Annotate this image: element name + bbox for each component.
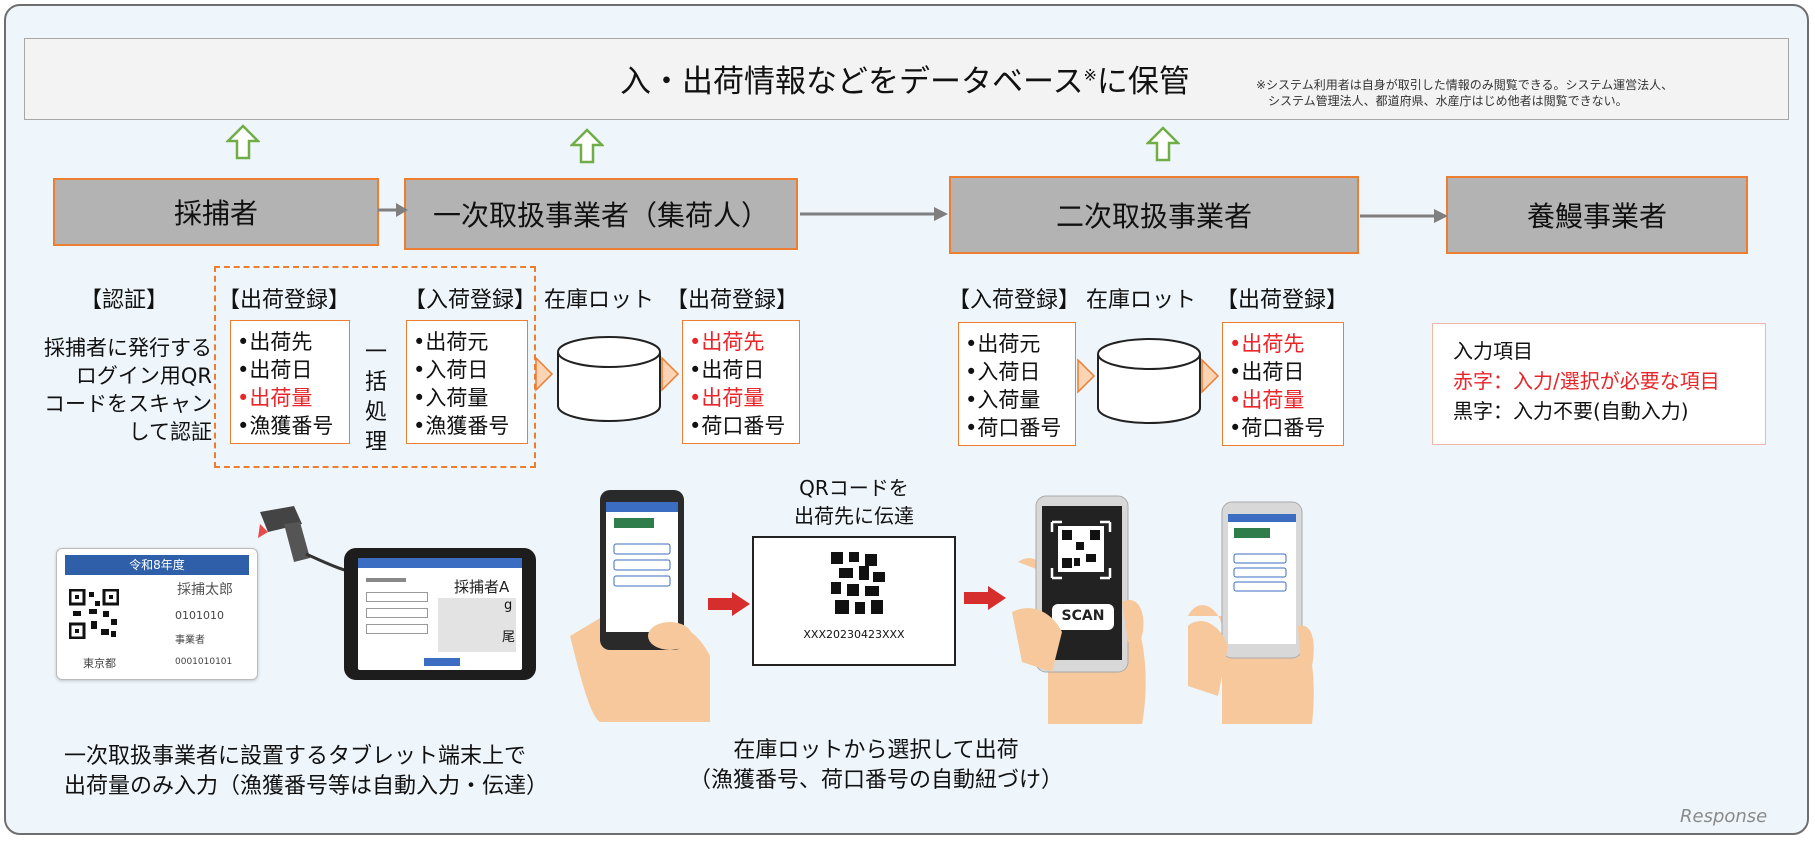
chevron-right-icon bbox=[1077, 358, 1096, 394]
qr-code-value: XXX20230423XXX bbox=[803, 628, 905, 641]
database-banner bbox=[24, 38, 1789, 120]
up-arrow-icon bbox=[1146, 126, 1180, 162]
primary-inventory-label: 在庫ロット bbox=[544, 288, 655, 313]
database-note: ※システム利用者は自身が取引した情報のみ閲覧できる。システム運営法人、 システム… bbox=[1256, 78, 1674, 108]
auth-description: 採捕者に発行する ログイン用QR コードをスキャン して認証 bbox=[44, 336, 212, 444]
tablet-user: 採捕者A bbox=[454, 578, 510, 596]
hand-holding-phone-icon bbox=[570, 490, 710, 722]
qr-code-icon bbox=[831, 552, 885, 614]
flow-arrow-icon bbox=[378, 203, 408, 217]
actor-eel-farmer: 養鰻事業者 bbox=[1446, 176, 1748, 254]
primary-receiving-heading: 【入荷登録】 bbox=[404, 288, 537, 313]
actor-secondary-handler: 二次取扱事業者 bbox=[949, 176, 1359, 254]
database-title: 入・出荷情報などをデータベース※に保管 bbox=[620, 64, 1190, 100]
primary-shipping-items: •出荷先 •出荷日 •出荷量 •漁獲番号 bbox=[230, 320, 350, 444]
actor-primary-handler: 一次取扱事業者（集荷人） bbox=[404, 178, 798, 250]
chevron-right-icon bbox=[535, 356, 554, 392]
hand-holding-phone-icon bbox=[1188, 501, 1314, 724]
secondary-shipping-heading: 【出荷登録】 bbox=[1216, 288, 1349, 313]
primary-shipping2-items: •出荷先 •出荷日 •出荷量 •荷口番号 bbox=[682, 320, 800, 444]
tablet-submit-button[interactable] bbox=[424, 658, 460, 666]
card-issuer: 0001010101 bbox=[175, 657, 233, 667]
secondary-receiving-heading: 【入荷登録】 bbox=[948, 288, 1081, 313]
qr-code-panel: XXX20230423XXX bbox=[752, 536, 956, 666]
legend-box: 入力項目 赤字：入力/選択が必要な項目 黒字：入力不要(自動入力) bbox=[1432, 323, 1766, 445]
secondary-inventory-label: 在庫ロット bbox=[1086, 288, 1197, 313]
flow-arrow-icon bbox=[1360, 209, 1448, 223]
card-role: 事業者 bbox=[175, 635, 205, 646]
card-number: 0101010 bbox=[175, 609, 224, 622]
flow-arrow-icon bbox=[800, 207, 948, 221]
qr-transfer-caption: QRコードを 出荷先に伝達 bbox=[794, 476, 914, 528]
tablet-header-bar bbox=[358, 558, 522, 568]
secondary-receiving-items: •出荷元 •入荷日 •入荷量 •荷口番号 bbox=[958, 322, 1076, 446]
arrow-right-icon bbox=[708, 592, 750, 616]
scan-label: SCAN bbox=[1061, 608, 1105, 624]
primary-shipping2-heading: 【出荷登録】 bbox=[666, 288, 799, 313]
hand-scanning-phone-icon bbox=[1012, 495, 1146, 724]
card-prefecture: 東京都 bbox=[83, 657, 116, 670]
secondary-shipping-items: •出荷先 •出荷日 •出荷量 •荷口番号 bbox=[1222, 322, 1344, 446]
primary-receiving-items: •出荷元 •入荷日 •入荷量 •漁獲番号 bbox=[406, 320, 528, 444]
primary-shipping-heading: 【出荷登録】 bbox=[218, 288, 351, 313]
inventory-cylinder-icon bbox=[1097, 338, 1201, 424]
tablet-caption: 一次取扱事業者に設置するタブレット端末上で 出荷量のみ入力（漁獲番号等は自動入力… bbox=[64, 744, 549, 799]
watermark-logo: Response bbox=[1680, 806, 1768, 827]
auth-heading: 【認証】 bbox=[80, 288, 169, 313]
tablet-unit-g: g bbox=[504, 598, 513, 613]
actor-catcher: 採捕者 bbox=[53, 178, 379, 246]
inventory-cylinder-icon bbox=[557, 336, 661, 422]
batch-processing-label: 一 括 処 理 bbox=[364, 340, 387, 455]
up-arrow-icon bbox=[570, 128, 604, 164]
chevron-right-icon bbox=[1201, 358, 1220, 394]
card-name: 採捕太郎 bbox=[177, 582, 233, 598]
qr-code-icon bbox=[69, 589, 119, 639]
card-year: 令和8年度 bbox=[65, 555, 249, 575]
arrow-right-icon bbox=[964, 586, 1006, 610]
tablet-unit-bi: 尾 bbox=[502, 630, 516, 645]
tablet-screen: 採捕者A g 尾 bbox=[358, 558, 522, 670]
inventory-caption: 在庫ロットから選択して出荷 （漁獲番号、荷口番号の自動紐づけ） bbox=[688, 738, 1063, 793]
id-card: 令和8年度 採捕太郎 0101010 事業者 0001010101 東京都 bbox=[56, 548, 258, 680]
chevron-right-icon bbox=[661, 356, 680, 392]
batch-group-outline bbox=[214, 266, 536, 468]
up-arrow-icon bbox=[226, 124, 260, 160]
tablet-device: 採捕者A g 尾 bbox=[344, 548, 536, 680]
